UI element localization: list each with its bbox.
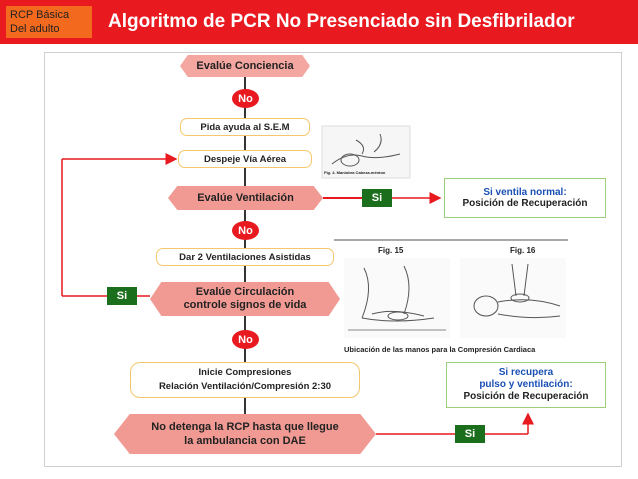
call-ems-step: Pida ayuda al S.E.M xyxy=(180,118,310,136)
continue-cpr-label-2: la ambulancia con DAE xyxy=(184,435,306,447)
yes-badge-recovery: Si xyxy=(455,425,485,443)
breathing-normal-label: Si ventila normal: xyxy=(483,187,567,198)
airway-figure: Fig. 4. Maniobra Cabeza-ménton xyxy=(321,125,411,179)
recovery-position-label-1: Posición de Recuperación xyxy=(462,198,588,209)
evaluate-breathing-step: Evalúe Ventilación xyxy=(168,186,323,210)
fig16-label: Fig. 16 xyxy=(510,246,536,255)
page-title: Algoritmo de PCR No Presenciado sin Desf… xyxy=(108,11,575,32)
compressions-label-2: Relación Ventilación/Compresión 2:30 xyxy=(158,381,332,392)
evaluate-consciousness-step: Evalúe Conciencia xyxy=(180,55,310,77)
title-bar xyxy=(0,0,638,44)
continue-cpr-step: No detenga la RCP hasta que llegue la am… xyxy=(114,414,376,454)
recovery-position-box-1: Si ventila normal: Posición de Recuperac… xyxy=(444,178,606,218)
no-badge-1: No xyxy=(232,89,259,108)
circulation-label-1: Evalúe Circulación xyxy=(195,286,295,298)
airway-caption: Fig. 4. Maniobra Cabeza-ménton xyxy=(324,170,386,175)
compression-caption: Ubicación de las manos para la Compresió… xyxy=(344,345,536,354)
no-badge-3: No xyxy=(232,330,259,349)
recovery-position-label-2: Posición de Recuperación xyxy=(463,391,589,402)
fig16-illustration xyxy=(460,258,566,338)
yes-badge-circulation: Si xyxy=(107,287,137,305)
circulation-label-2: controle signos de vida xyxy=(183,299,307,311)
continue-cpr-label-1: No detenga la RCP hasta que llegue xyxy=(151,421,339,433)
evaluate-circulation-step: Evalúe Circulación controle signos de vi… xyxy=(150,282,340,316)
fig15-label: Fig. 15 xyxy=(378,246,404,255)
fig15-illustration xyxy=(344,258,450,338)
compressions-label-1: Inicie Compresiones xyxy=(198,367,292,378)
recovers-label-1: Si recupera xyxy=(498,367,554,378)
recovers-label-2: pulso y ventilación: xyxy=(479,379,573,390)
no-badge-2: No xyxy=(232,221,259,240)
course-tag-line1: RCP Básica xyxy=(10,9,70,21)
two-rescue-breaths-step: Dar 2 Ventilaciones Asistidas xyxy=(156,248,334,266)
recovery-position-box-2: Si recupera pulso y ventilación: Posició… xyxy=(446,362,606,408)
airway-illustration xyxy=(321,125,411,179)
start-compressions-step: Inicie Compresiones Relación Ventilación… xyxy=(130,362,360,398)
course-tag: RCP Básica Del adulto xyxy=(6,6,92,38)
open-airway-step: Despeje Vía Aérea xyxy=(178,150,312,168)
course-tag-line2: Del adulto xyxy=(10,23,60,35)
yes-badge-breathing: Si xyxy=(362,189,392,207)
